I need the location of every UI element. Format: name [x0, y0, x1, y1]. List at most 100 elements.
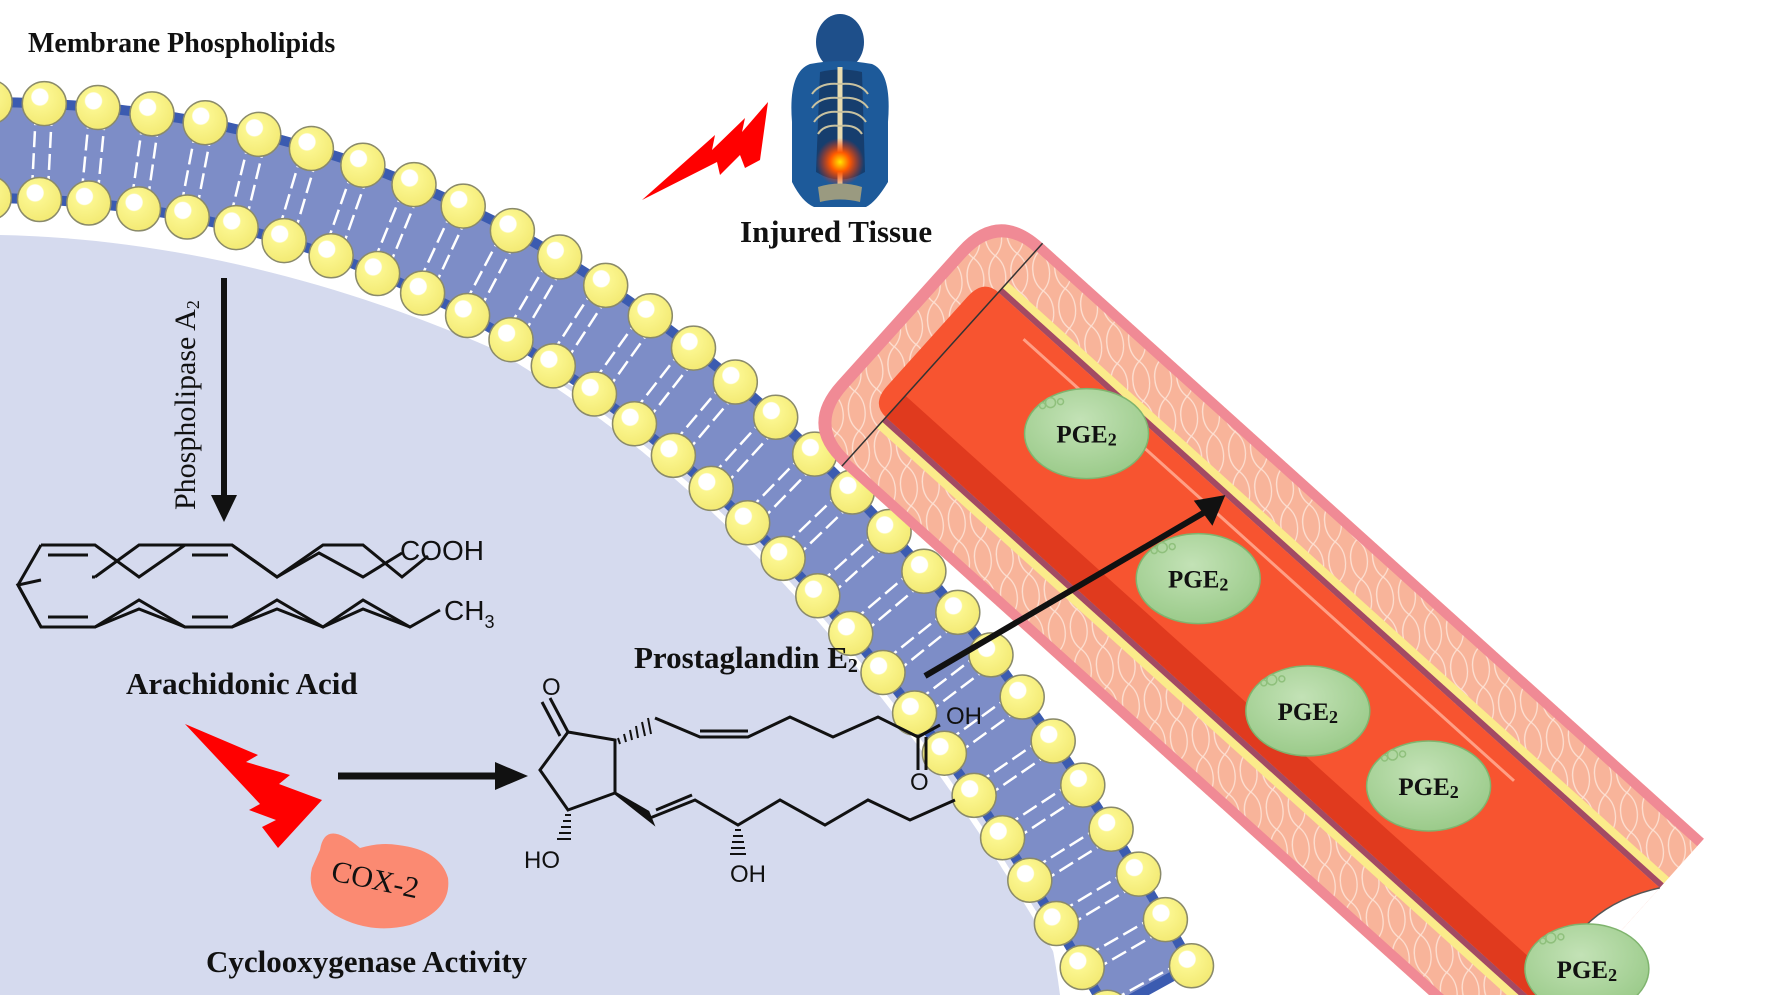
phospholipid-head-inner — [611, 401, 658, 447]
pge2-molecule: PGE2 — [1023, 387, 1150, 480]
pge2-label-text: PGE — [1557, 957, 1608, 984]
pge2-label-text: PGE — [1056, 422, 1107, 449]
phospholipid-head-inner — [951, 772, 997, 819]
phospholipid-head-outer — [712, 359, 759, 405]
pge2-label-text: PGE — [1168, 567, 1219, 594]
lightning-bolt-injury-icon — [642, 102, 768, 200]
phospholipid-head-inner — [444, 292, 491, 339]
aa-ch3-subscript: 3 — [484, 612, 494, 632]
pge2-vesicle — [1524, 923, 1650, 995]
pge-ketone-o: O — [542, 674, 561, 701]
phospholipid-head-outer — [935, 589, 981, 636]
phospholipid-head-inner — [1007, 857, 1053, 903]
phospholipid-head-outer — [866, 508, 912, 555]
injured-person-back-icon — [791, 14, 889, 207]
phospholipid-head-inner — [213, 204, 259, 251]
pge-ring-ho: HO — [524, 847, 560, 874]
prostaglandin-label-text: Prostaglandin E — [634, 640, 848, 675]
pge2-label-text: PGE — [1398, 774, 1449, 801]
phospholipid-head-inner — [354, 250, 401, 297]
phospholipid-head-inner — [164, 194, 210, 240]
arachidonic-acid-structure: COOH CH3 — [15, 535, 494, 632]
prostaglandin-label-subscript: 2 — [848, 655, 858, 677]
phospholipid-head-outer — [391, 161, 437, 208]
pge2-vesicle — [1245, 665, 1371, 757]
phospholipid-head-outer — [670, 325, 717, 371]
pge2-label: PGE2 — [1278, 699, 1338, 727]
aa-cooh-group: COOH — [400, 535, 484, 566]
phospholipid-head-inner — [1033, 900, 1080, 947]
phospholipid-head-outer — [182, 99, 228, 146]
phospholipid-head-outer — [1115, 851, 1162, 897]
phospholipid-head-inner — [795, 573, 841, 619]
phospholipid-head-outer — [1030, 718, 1076, 764]
phospholipid-head-inner — [530, 343, 577, 389]
cox2-enzyme-blob — [310, 833, 449, 929]
vessel-intima-top — [998, 287, 1664, 888]
phospholipase-a2-label: Phospholipase A2 — [169, 300, 203, 510]
vessel-lumen-shade — [885, 395, 1567, 995]
phospholipid-head-inner — [827, 610, 874, 657]
pge2-molecule: PGE2 — [1524, 923, 1650, 995]
pge2-label-subscript: 2 — [1450, 782, 1459, 802]
bubble-decoration-icon — [1150, 541, 1176, 555]
phospholipid-head-inner — [488, 316, 534, 363]
phospholipid-head-inner — [115, 186, 162, 232]
pge2-label-subscript: 2 — [1608, 965, 1617, 985]
phospholipid-head-outer — [752, 394, 799, 441]
lightning-bolt-cox-icon — [185, 724, 322, 848]
pge2-molecule: PGE2 — [1245, 665, 1371, 757]
phospholipid-head-outer — [288, 125, 335, 172]
bubble-decoration-icon — [1539, 932, 1565, 945]
phospholipid-head-inner — [571, 371, 618, 417]
phospholipid-head-inner — [724, 500, 771, 546]
cox-arrowhead-icon — [495, 762, 528, 790]
phospholipid-head-outer — [1142, 896, 1189, 943]
phospholipase-label-subscript: 2 — [183, 300, 203, 309]
pge2-label: PGE2 — [1168, 567, 1228, 595]
phospholipid-head-inner — [921, 730, 968, 776]
prostaglandin-e2-label: Prostaglandin E2 — [634, 640, 858, 677]
phospholipid-head-inner — [1059, 944, 1105, 991]
vessel-yellow-bottom — [876, 421, 1544, 995]
bubble-decoration-icon — [1380, 749, 1407, 762]
pge2-label: PGE2 — [1398, 774, 1458, 802]
phospholipid-head-outer — [489, 207, 536, 254]
phospholipase-arrowhead-icon — [211, 495, 237, 522]
pge-acid-oh: OH — [946, 703, 982, 730]
vessel-outer-layer-top — [1035, 243, 1704, 847]
cyclooxygenase-activity-label: Cyclooxygenase Activity — [206, 944, 528, 979]
phospholipid-head-inner — [860, 649, 906, 696]
phospholipid-head-outer — [0, 81, 13, 123]
aa-ch3-group: CH3 — [444, 595, 494, 632]
pge2-vesicle — [1023, 387, 1150, 480]
phospholipid-head-inner — [1092, 989, 1123, 995]
secretion-arrow — [923, 509, 1207, 679]
pge2-label-subscript: 2 — [1219, 575, 1228, 595]
pge2-molecule: PGE2 — [1135, 532, 1261, 625]
arachidonic-acid-label: Arachidonic Acid — [126, 666, 358, 701]
vessel-outer-layer-bottom — [841, 458, 1510, 995]
phospholipase-label-text: Phospholipase A — [169, 309, 202, 510]
phospholipid-head-outer — [440, 183, 486, 229]
phospholipid-head-outer — [582, 262, 629, 309]
phospholipid-head-inner — [979, 815, 1026, 861]
phospholipid-head-outer — [75, 84, 121, 131]
vessel-open-end-lumen — [878, 286, 999, 418]
pge2-label: PGE2 — [1557, 957, 1617, 985]
injured-tissue-label: Injured Tissue — [740, 214, 932, 249]
phospholipid-head-outer — [1088, 806, 1134, 852]
phospholipid-head-outer — [129, 91, 175, 137]
phospholipid-head-outer — [627, 293, 674, 339]
bubble-decoration-icon — [1260, 674, 1286, 687]
phospholipid-head-outer — [1168, 943, 1215, 989]
phospholipid-head-inner — [308, 233, 354, 279]
pge2-molecule: PGE2 — [1365, 740, 1492, 832]
phospholipid-head-outer — [1060, 762, 1106, 808]
bubble-decoration-icon — [1038, 396, 1065, 410]
phospholipid-head-outer — [340, 142, 386, 188]
phospholipid-head-outer — [999, 674, 1045, 720]
vessel-intima-bottom — [881, 417, 1548, 995]
phospholipid-head-outer — [21, 80, 68, 127]
